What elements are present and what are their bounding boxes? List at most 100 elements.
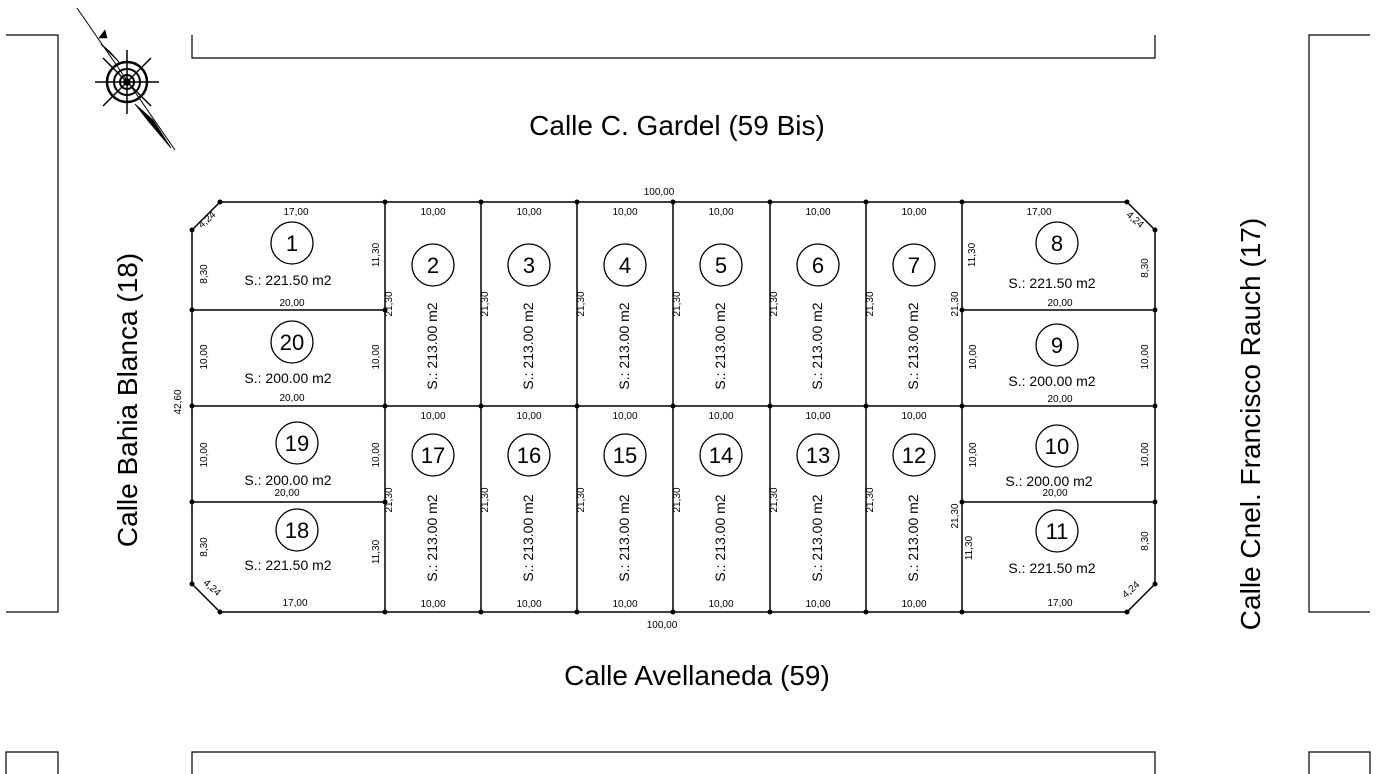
lot-14-number: 14 bbox=[709, 443, 733, 468]
lot-15-area: S.: 213.00 m2 bbox=[616, 494, 632, 581]
lot-8-number: 8 bbox=[1051, 231, 1063, 256]
lot-14-marker bbox=[699, 433, 743, 477]
lot-4-number: 4 bbox=[619, 253, 631, 278]
corner-front-label: 17,00 bbox=[283, 207, 308, 218]
lot-18-number: 18 bbox=[285, 518, 309, 543]
corner-side-label: 8,30 bbox=[199, 537, 210, 557]
corner-chamfer-label: 4,24 bbox=[1124, 210, 1146, 231]
lot-depth-label: 21,30 bbox=[576, 291, 587, 316]
lot-1-number: 1 bbox=[286, 231, 298, 256]
lot-width-label: 10,00 bbox=[901, 411, 926, 422]
lot-19-number: 19 bbox=[285, 431, 309, 456]
corner-side-label: 8,30 bbox=[199, 264, 210, 284]
lot-16-marker bbox=[507, 433, 551, 477]
corner-inner-side-label: 11,30 bbox=[967, 242, 978, 267]
mid-lot-front-label: 20,00 bbox=[279, 298, 304, 309]
lot-6-area: S.: 213.00 m2 bbox=[809, 302, 825, 389]
mid-lot-side-label: 10,00 bbox=[199, 344, 210, 369]
lot-3-marker bbox=[507, 243, 551, 287]
lot-18-area: S.: 221.50 m2 bbox=[244, 557, 331, 573]
neighbor-blocks bbox=[5, 34, 1371, 774]
lot-depth-label: 21,30 bbox=[384, 487, 395, 512]
lot-width-label: 10,00 bbox=[420, 207, 445, 218]
lot-5-number: 5 bbox=[715, 253, 727, 278]
lot-width-label: 10,00 bbox=[516, 207, 541, 218]
lot-depth-label: 21,30 bbox=[950, 291, 961, 316]
lot-13-marker bbox=[796, 433, 840, 477]
lot-width-label: 10,00 bbox=[708, 411, 733, 422]
lot-3-area: S.: 213.00 m2 bbox=[520, 302, 536, 389]
lot-10-marker bbox=[1035, 424, 1079, 468]
lot-width-label: 10,00 bbox=[420, 411, 445, 422]
lot-width-label: 10,00 bbox=[612, 411, 637, 422]
compass-rose-icon bbox=[76, 7, 176, 151]
lot-10-area: S.: 200.00 m2 bbox=[1005, 473, 1092, 489]
corner-chamfer-label: 4,24 bbox=[196, 209, 218, 230]
lot-13-area: S.: 213.00 m2 bbox=[809, 494, 825, 581]
street-label-south: Calle Avellaneda (59) bbox=[564, 660, 830, 691]
lot-width-label: 10,00 bbox=[708, 207, 733, 218]
lot-15-number: 15 bbox=[613, 443, 637, 468]
mid-lot-side-label: 10,00 bbox=[968, 344, 979, 369]
lot-19-area: S.: 200.00 m2 bbox=[244, 472, 331, 488]
lot-8-marker bbox=[1035, 221, 1079, 265]
corner-inner-side-label: 11,30 bbox=[371, 242, 382, 267]
lot-17-marker bbox=[411, 433, 455, 477]
mid-lot-front-label: 20,00 bbox=[279, 393, 304, 404]
corner-front-label: 17,00 bbox=[282, 598, 307, 609]
neighbor-block-ne bbox=[1308, 34, 1370, 613]
lot-20-marker bbox=[270, 320, 314, 364]
corner-inner-side-label: 11,30 bbox=[964, 535, 975, 560]
corner-front-label: 17,00 bbox=[1047, 598, 1072, 609]
lot-9-marker bbox=[1035, 323, 1079, 367]
lot-5-area: S.: 213.00 m2 bbox=[712, 302, 728, 389]
lot-depth-label: 21,30 bbox=[672, 487, 683, 512]
mid-lot-side-label: 10,00 bbox=[199, 442, 210, 467]
lot-depth-label: 21,30 bbox=[672, 291, 683, 316]
mid-lot-side-label: 10,00 bbox=[371, 344, 382, 369]
lot-17-number: 17 bbox=[421, 443, 445, 468]
mid-lot-front-label: 20,00 bbox=[1047, 394, 1072, 405]
lot-width-label: 10,00 bbox=[805, 599, 830, 610]
street-label-north: Calle C. Gardel (59 Bis) bbox=[529, 110, 825, 141]
corner-inner-side-label: 11,30 bbox=[371, 539, 382, 564]
lot-width-label: 10,00 bbox=[805, 411, 830, 422]
mid-lot-front-label: 20,00 bbox=[1042, 488, 1067, 499]
lot-7-number: 7 bbox=[908, 253, 920, 278]
lot-depth-label: 21,30 bbox=[384, 291, 395, 316]
lot-width-label: 10,00 bbox=[805, 207, 830, 218]
lot-depth-label: 21,30 bbox=[769, 487, 780, 512]
lot-width-label: 10,00 bbox=[708, 599, 733, 610]
lot-9-area: S.: 200.00 m2 bbox=[1008, 373, 1095, 389]
lot-width-label: 10,00 bbox=[612, 207, 637, 218]
lot-10-number: 10 bbox=[1045, 434, 1069, 459]
mid-lot-side-label: 10,00 bbox=[1140, 442, 1151, 467]
lot-1-marker bbox=[270, 221, 314, 265]
neighbor-block-nw bbox=[6, 34, 59, 613]
lot-depth-label: 21,30 bbox=[865, 291, 876, 316]
lot-5-marker bbox=[699, 243, 743, 287]
lot-width-label: 10,00 bbox=[516, 411, 541, 422]
lot-6-number: 6 bbox=[812, 253, 824, 278]
lot-8-area: S.: 221.50 m2 bbox=[1008, 275, 1095, 291]
neighbor-block-north bbox=[191, 35, 1156, 59]
lot-depth-label: 21,30 bbox=[950, 503, 961, 528]
lot-3-number: 3 bbox=[523, 253, 535, 278]
lot-1-area: S.: 221.50 m2 bbox=[244, 272, 331, 288]
lot-17-area: S.: 213.00 m2 bbox=[424, 494, 440, 581]
lot-11-number: 11 bbox=[1046, 519, 1069, 544]
lot-width-label: 10,00 bbox=[901, 599, 926, 610]
lot-11-marker bbox=[1035, 509, 1079, 553]
mid-lot-front-label: 20,00 bbox=[274, 488, 299, 499]
mid-lot-side-label: 10,00 bbox=[371, 442, 382, 467]
lot-20-area: S.: 200.00 m2 bbox=[244, 370, 331, 386]
lot-depth-label: 21,30 bbox=[865, 487, 876, 512]
street-label-west: Calle Bahia Blanca (18) bbox=[112, 253, 143, 547]
lot-width-label: 10,00 bbox=[420, 599, 445, 610]
lot-14-area: S.: 213.00 m2 bbox=[712, 494, 728, 581]
lot-11-area: S.: 221.50 m2 bbox=[1008, 560, 1095, 576]
lot-7-marker bbox=[892, 243, 936, 287]
neighbor-block-south bbox=[191, 751, 1156, 774]
